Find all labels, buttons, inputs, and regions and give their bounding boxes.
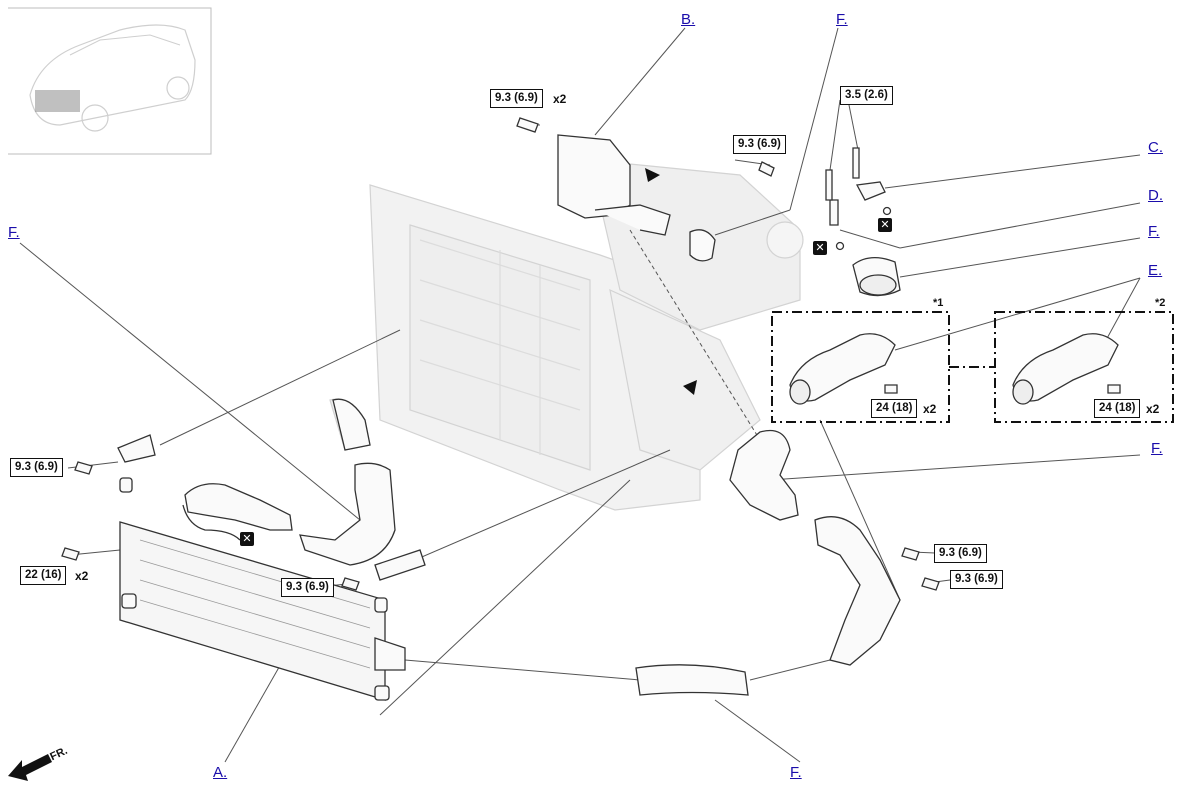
callout-e-link[interactable]: E. bbox=[1148, 262, 1163, 279]
callout-f-link-right[interactable]: F. bbox=[1151, 440, 1163, 457]
callout-f-link-throttle[interactable]: F. bbox=[1148, 223, 1160, 240]
torque-label: 24 (18) bbox=[1094, 399, 1141, 418]
callout-d-link[interactable]: D. bbox=[1148, 187, 1163, 204]
callout-a-link[interactable]: A. bbox=[213, 764, 228, 781]
parts bbox=[61, 117, 1121, 701]
quantity-label: x2 bbox=[923, 402, 937, 416]
discard-icon: ✕ bbox=[813, 241, 827, 255]
callout-f-link-bottom[interactable]: F. bbox=[790, 764, 802, 781]
torque-label: 9.3 (6.9) bbox=[950, 570, 1003, 589]
callout-c-link[interactable]: C. bbox=[1148, 139, 1163, 156]
torque-label: 22 (16) bbox=[20, 566, 67, 585]
variant-label: *2 bbox=[1155, 297, 1166, 309]
callout-f-link-left[interactable]: F. bbox=[8, 224, 20, 241]
callout-b-link[interactable]: B. bbox=[681, 11, 696, 28]
front-arrow-icon bbox=[8, 754, 52, 781]
quantity-label: x2 bbox=[553, 92, 567, 106]
torque-label: 9.3 (6.9) bbox=[490, 89, 543, 108]
quantity-label: x2 bbox=[75, 569, 89, 583]
variant-boxes bbox=[771, 311, 1174, 423]
torque-label: 3.5 (2.6) bbox=[840, 86, 893, 105]
quantity-label: x2 bbox=[1146, 402, 1160, 416]
leader-lines bbox=[19, 27, 1141, 763]
torque-label: 9.3 (6.9) bbox=[281, 578, 334, 597]
callout-f-link-top[interactable]: F. bbox=[836, 11, 848, 28]
variant-label: *1 bbox=[933, 297, 944, 309]
torque-label: 9.3 (6.9) bbox=[934, 544, 987, 563]
torque-label: 24 (18) bbox=[871, 399, 918, 418]
torque-label: 9.3 (6.9) bbox=[10, 458, 63, 477]
vehicle-location-thumbnail bbox=[8, 7, 212, 155]
torque-label: 9.3 (6.9) bbox=[733, 135, 786, 154]
discard-icon: ✕ bbox=[878, 218, 892, 232]
ghost-radiator-support bbox=[329, 159, 804, 511]
direction-arrows bbox=[645, 168, 697, 395]
discard-icon: ✕ bbox=[240, 532, 254, 546]
